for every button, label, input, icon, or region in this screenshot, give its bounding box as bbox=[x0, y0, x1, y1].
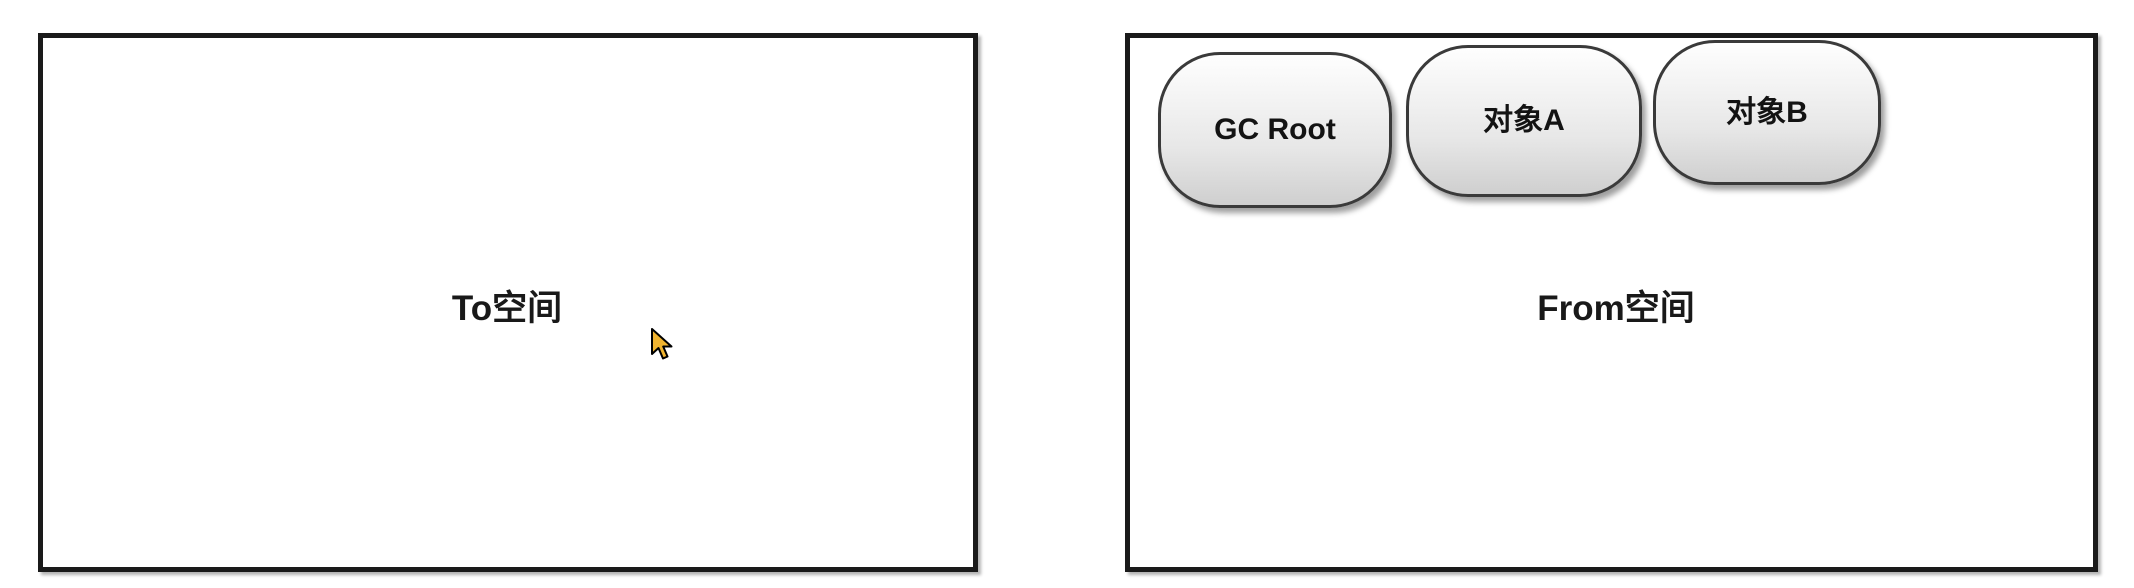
from-space-label: From空间 bbox=[1537, 289, 1695, 328]
node-object-a-label: 对象A bbox=[1483, 104, 1565, 137]
to-space-container bbox=[38, 33, 978, 572]
node-object-b[interactable]: 对象B bbox=[1653, 40, 1881, 185]
to-space-label: To空间 bbox=[451, 289, 563, 328]
node-gc-root-label: GC Root bbox=[1214, 113, 1336, 146]
node-gc-root[interactable]: GC Root bbox=[1158, 52, 1392, 208]
node-object-a[interactable]: 对象A bbox=[1406, 45, 1642, 197]
node-object-b-label: 对象B bbox=[1726, 95, 1808, 129]
